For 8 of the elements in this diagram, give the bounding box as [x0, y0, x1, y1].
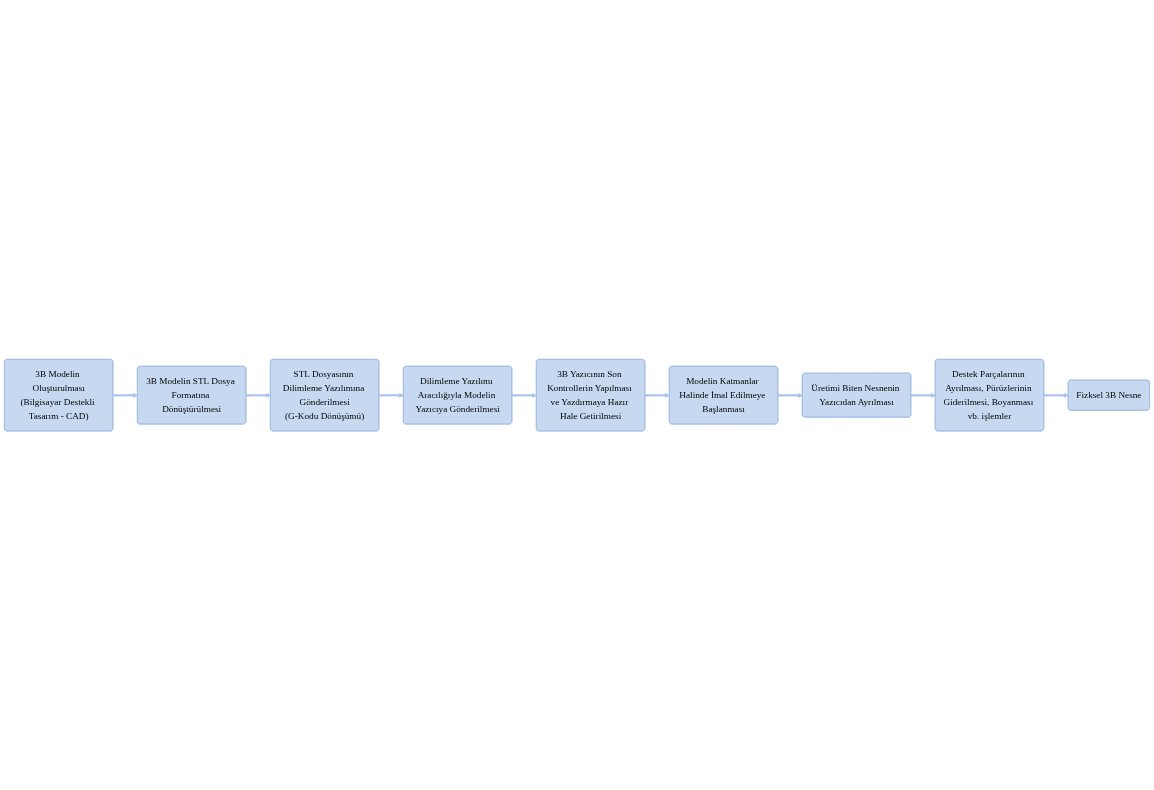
arrow [1044, 392, 1069, 398]
arrow [645, 392, 670, 398]
arrow [113, 392, 138, 398]
arrow [512, 392, 537, 398]
arrow [379, 392, 404, 398]
arrow [778, 392, 803, 398]
arrow [246, 392, 271, 398]
arrow [911, 392, 936, 398]
